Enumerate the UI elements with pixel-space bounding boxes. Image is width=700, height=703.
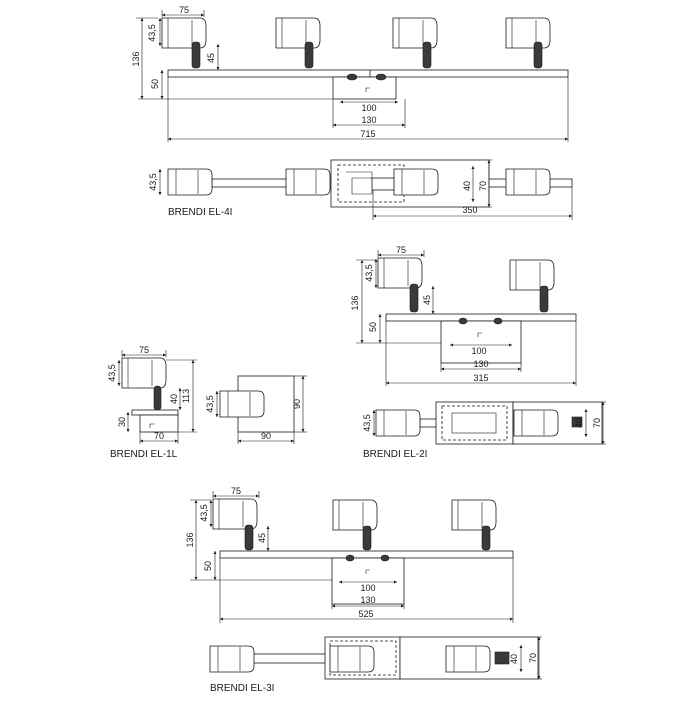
el2-front-view: 75 43,5 45 136 50 100 130 315 [350,245,577,386]
el2-dim-head-height: 43,5 [364,264,374,282]
el1-caption: BRENDI EL-1L [110,449,178,460]
el4-front-view: 75 43,5 45 136 50 100 130 715 [131,5,569,142]
el4-dim-box-inner-w: 40 [462,181,472,191]
el3-dim-inner-box: 100 [360,583,375,593]
el3-dim-total-height: 136 [185,532,195,547]
el4-spot-4 [505,17,551,69]
el1-dim-head-height: 43,5 [107,364,117,382]
el2-top-view: 43,5 40 70 BRENDI EL-2I [362,401,606,460]
el2-dim-head-width: 75 [396,245,406,255]
el3-dim-head-height: 43,5 [199,504,209,522]
el2-dim-top-head-height: 43,5 [362,414,372,432]
el3-front-view: 75 43,5 45 136 50 100 130 525 [185,486,514,623]
el4-bar [167,69,569,78]
el3-dim-head-width: 75 [231,486,241,496]
el2-top-spot-1 [375,409,421,437]
el4-top-spot-4 [505,168,551,196]
el4-dim-inner-box: 100 [361,103,376,113]
el3-spot-2 [332,499,378,551]
el3-top-spot-2 [329,645,375,673]
el1-dim-base-height: 30 [117,417,127,427]
el1-dim-plate-w: 90 [261,431,271,441]
el1-dim-head-width: 75 [139,345,149,355]
el4-dim-arm: 45 [206,53,216,63]
el4-dim-top-head-height: 43,5 [148,173,158,191]
el3-dim-length: 525 [358,609,373,619]
el1-dim-base-w: 70 [154,431,164,441]
el4-caption: BRENDI EL-4I [168,207,232,218]
el4-canopy [332,76,397,100]
el2-dim-box: 130 [473,359,488,369]
el1-dim-arm: 40 [169,394,179,404]
el4-dim-box-w: 70 [478,181,488,191]
el2-spot-2 [509,259,555,313]
el3-top-spot-1 [209,645,255,673]
el1-dim-top-head-height: 43,5 [205,395,215,413]
el3-dim-box-w: 70 [528,653,538,663]
el4-top-view: 43,5 40 70 350 BRENDI EL-4I [148,159,573,220]
el3-top-view: 40 70 BRENDI EL-3I [209,636,542,694]
el1-plate-view: 43,5 90 90 [205,375,307,444]
el2-dim-box-w: 70 [592,418,602,428]
el3-spot-3 [451,499,497,551]
el4-top-spot-3 [393,168,439,196]
el3-dim-arm: 45 [257,533,267,543]
el1-side-view: 75 43,5 40 113 30 70 BRENDI EL-1L [107,345,197,460]
el1-spot [121,357,167,389]
el2-caption: BRENDI EL-2I [363,449,427,460]
el2-dim-base-height: 50 [368,322,378,332]
el4-spot-1 [161,17,207,69]
el2-spot-1 [377,257,423,313]
el4-dim-base-height: 50 [150,79,160,89]
el4-dim-head-height: 43,5 [147,24,157,42]
el4-dim-box: 130 [361,115,376,125]
el4-top-spot-2 [285,168,331,196]
el4-dim-head-width: 75 [179,5,189,15]
el3-caption: BRENDI EL-3I [210,683,274,694]
el4-dim-length: 715 [360,129,375,139]
el2-dim-box-inner-w: 40 [574,418,584,428]
el2-top-spot-2 [513,409,559,437]
el2-dim-total-height: 136 [350,295,360,310]
el4-spot-3 [392,17,438,69]
el4-dim-total-height: 136 [131,51,141,66]
el1-dim-plate-h: 90 [292,399,302,409]
el4-dim-half-length: 350 [462,205,477,215]
el2-dim-length: 315 [473,373,488,383]
el1-plate-spot [219,390,265,418]
el4-spot-2 [275,17,321,69]
el3-top-spot-3 [445,645,491,673]
el3-spot-1 [212,498,258,551]
el2-dim-arm: 45 [422,295,432,305]
el3-dim-base-height: 50 [203,561,213,571]
el3-dim-box-inner-w: 40 [509,654,519,664]
el3-dim-box: 130 [360,595,375,605]
el2-dim-inner-box: 100 [471,346,486,356]
el4-top-spot-1 [167,168,213,196]
el1-dim-total-height: 113 [181,389,191,403]
